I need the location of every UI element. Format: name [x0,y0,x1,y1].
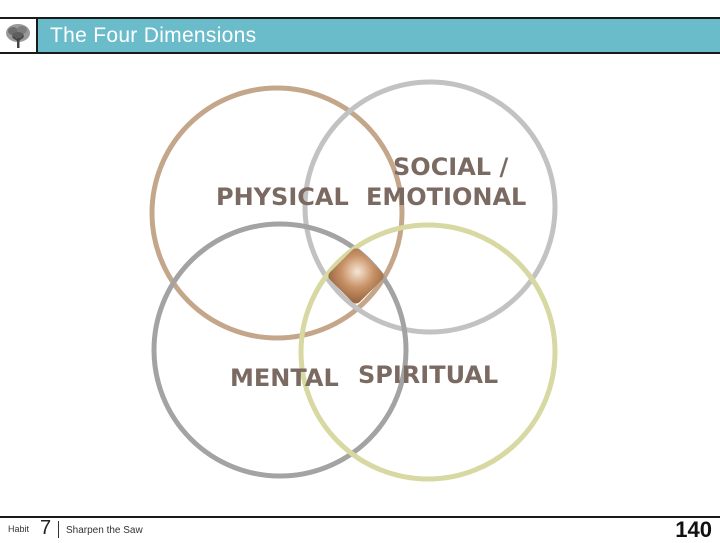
mental-circle [151,221,409,479]
footer-habit-label: Habit [8,524,30,534]
social-emotional-circle [302,79,558,335]
physical-circle [149,85,405,341]
footer-habit-number: 7 [40,517,52,539]
spiritual-circle [298,222,558,482]
page-title: The Four Dimensions [50,24,257,47]
spiritual-label: SPIRITUAL [358,361,498,389]
emotional-label: EMOTIONAL [366,183,526,211]
center-diamond [328,248,384,304]
physical-label: PHYSICAL [216,183,349,211]
page-number: 140 [675,517,712,542]
slide-header: The Four Dimensions [0,17,720,54]
social-label: SOCIAL / [393,153,508,181]
mental-label: MENTAL [230,364,339,392]
footer-separator [58,521,59,538]
footer-divider [0,516,720,518]
footer-subtitle: Sharpen the Saw [66,525,143,536]
tree-logo-icon [0,19,38,52]
